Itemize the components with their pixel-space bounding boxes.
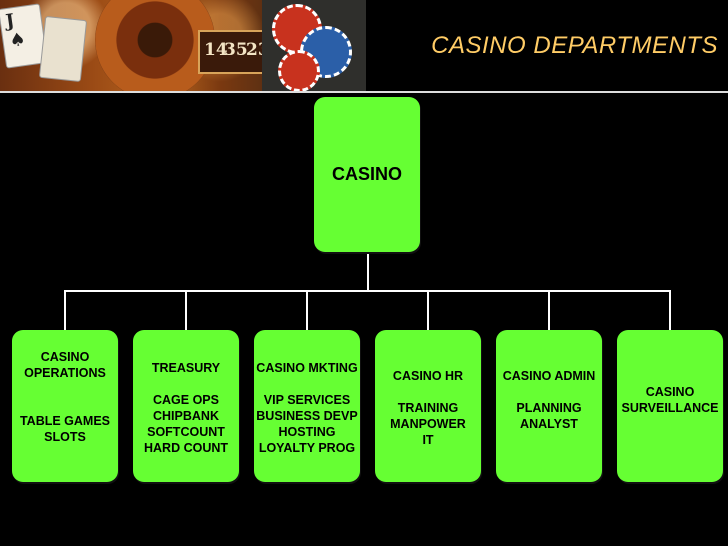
title-divider: [0, 91, 728, 93]
org-box-line: CASINO HR: [392, 369, 464, 383]
org-box-line: SOFTCOUNT: [147, 425, 225, 439]
org-box-line: SURVEILLANCE: [621, 401, 719, 415]
card-rank: J: [4, 10, 16, 33]
roulette-layout-image: 14 35 23: [198, 30, 272, 74]
spade-icon: ♠: [8, 28, 28, 52]
org-box-casino-root: CASINO: [314, 97, 420, 252]
poker-chip-icon: [278, 50, 320, 91]
header-casino-photo: J ♠ 14 35 23: [0, 0, 366, 91]
org-box-line: ANALYST: [520, 417, 578, 431]
connector-to-treasury: [185, 290, 187, 330]
org-box-line: TREASURY: [151, 361, 221, 375]
org-box-line: SLOTS: [44, 430, 86, 444]
org-box-line: VIP SERVICES: [263, 393, 351, 407]
connector-to-operations: [64, 290, 66, 330]
slide-title: CASINO DEPARTMENTS: [366, 0, 728, 91]
playing-card-image: [38, 15, 88, 83]
org-box-line: OPERATIONS: [24, 366, 106, 380]
org-box-line: HARD COUNT: [143, 441, 229, 455]
connector-to-marketing: [306, 290, 308, 330]
org-box-treasury: TREASURY CAGE OPS CHIPBANK SOFTCOUNT HAR…: [133, 330, 239, 482]
org-box-line: LOYALTY PROG: [258, 441, 356, 455]
org-box-line: PLANNING: [516, 401, 582, 415]
org-box-line: CHIPBANK: [153, 409, 219, 423]
connector-to-hr: [427, 290, 429, 330]
org-box-casino-surveillance: CASINO SURVEILLANCE: [617, 330, 723, 482]
org-box-line: CASINO ADMIN: [502, 369, 596, 383]
org-box-line: CASINO: [645, 385, 695, 399]
org-box-line: CAGE OPS: [153, 393, 219, 407]
org-box-line: BUSINESS DEVP: [256, 409, 358, 423]
org-box-line: MANPOWER: [390, 417, 466, 431]
connector-horizontal-bus: [64, 290, 671, 292]
roulette-number: 14: [204, 40, 228, 60]
connector-root-down: [367, 250, 369, 291]
roulette-number: 35: [224, 40, 248, 60]
org-box-line: TRAINING: [397, 401, 459, 415]
org-box-casino-marketing: CASINO MKTING VIP SERVICES BUSINESS DEVP…: [254, 330, 360, 482]
org-box-line: TABLE GAMES: [19, 414, 111, 428]
org-box-line: IT: [422, 433, 434, 447]
org-box-line: CASINO MKTING: [256, 361, 358, 375]
org-box-label: CASINO: [331, 164, 402, 184]
connector-to-surveillance: [669, 290, 671, 330]
org-box-casino-operations: CASINO OPERATIONS TABLE GAMES SLOTS: [12, 330, 118, 482]
connector-to-admin: [548, 290, 550, 330]
org-box-casino-hr: CASINO HR TRAINING MANPOWER IT: [375, 330, 481, 482]
org-box-line: HOSTING: [278, 425, 336, 439]
org-box-casino-admin: CASINO ADMIN PLANNING ANALYST: [496, 330, 602, 482]
org-box-line: CASINO: [40, 350, 90, 364]
roulette-wheel-image: [95, 0, 215, 91]
